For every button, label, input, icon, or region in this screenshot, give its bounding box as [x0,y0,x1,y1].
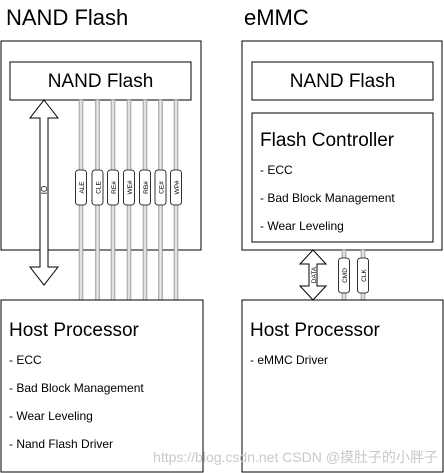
data-bus-label: DATA [311,266,318,283]
nand-flash-chip-label: NAND Flash [48,71,154,92]
io-bus-double-arrow [28,99,60,286]
emmc-host-item-driver: - eMMC Driver [250,353,328,367]
nand-signal-lines: ALE CLE RE# WE# RB# CE# [75,99,182,301]
nand-host-processor-title: Host Processor [9,320,140,341]
watermark-text: https://blog.csdn.net CSDN @摸肚子的小胖子 [153,449,438,465]
nand-flash-section-title: NAND Flash [6,5,128,30]
controller-item-ecc: - ECC [260,163,293,177]
flash-controller-box [251,112,434,243]
io-bus-label: IO [40,186,49,194]
signal-label-ce: CE# [159,181,166,194]
signal-line-ale: ALE [75,99,87,301]
emmc-signal-lines: CMD CLK [338,249,369,301]
signal-line-rb: RB# [139,99,151,301]
nand-host-processor-box [0,299,204,473]
signal-line-cmd: CMD [338,249,350,301]
nand-host-item-wear-leveling: - Wear Leveling [9,409,93,423]
nand-host-item-ecc: - ECC [9,353,42,367]
controller-item-bad-block: - Bad Block Management [260,191,395,205]
signal-label-ale: ALE [79,181,86,194]
controller-item-wear-leveling: - Wear Leveling [260,219,344,233]
emmc-section-title: eMMC [244,5,309,30]
emmc-nand-flash-chip-box [251,61,434,101]
nand-flash-chip-box [9,61,192,101]
nand-host-item-bad-block: - Bad Block Management [9,381,144,395]
signal-label-clk: CLK [361,269,368,282]
emmc-host-processor-box [241,299,444,473]
nand-host-item-driver: - Nand Flash Driver [9,437,113,451]
signal-label-we: WE# [127,180,134,194]
signal-label-re: RE# [111,181,118,194]
signal-line-wp: WP# [170,99,182,301]
emmc-nand-flash-chip-label: NAND Flash [290,71,396,92]
signal-label-cle: CLE [96,181,103,194]
signal-label-rb: RB# [143,181,150,194]
signal-label-cmd: CMD [342,268,349,283]
signal-label-wp: WP# [174,180,181,194]
signal-line-clk: CLK [357,249,369,301]
flash-controller-title: Flash Controller [260,130,395,151]
emmc-host-processor-title: Host Processor [250,320,381,341]
